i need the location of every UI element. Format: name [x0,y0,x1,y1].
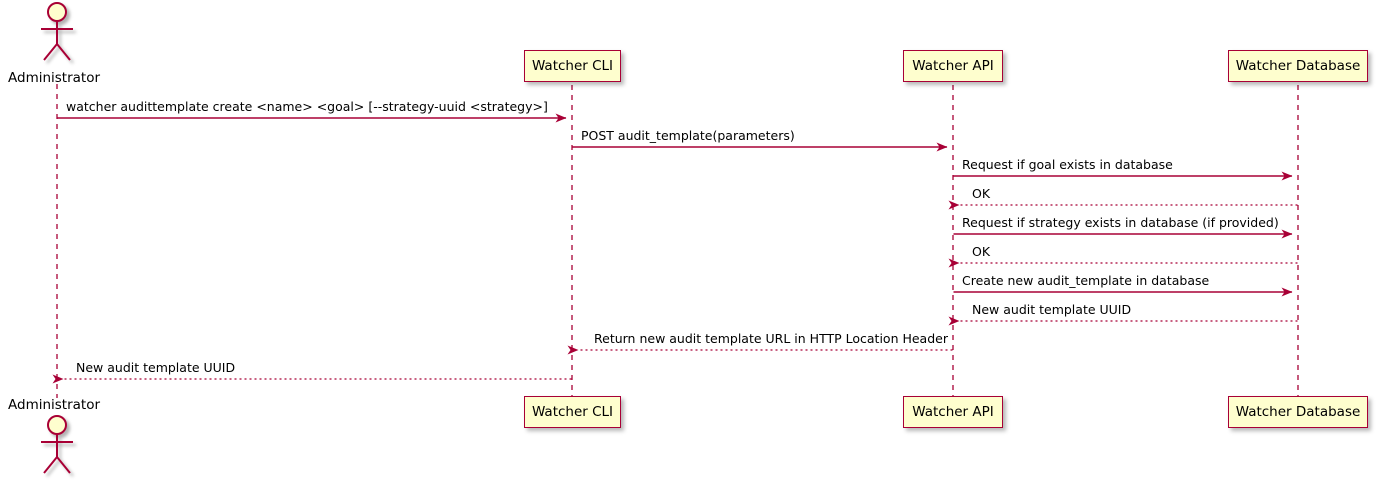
actor-right-leg-line [56,456,71,474]
lifelines [56,84,1299,398]
actor-left-leg-line [43,456,58,474]
message-label-8: New audit template UUID [972,302,1132,317]
message-label-9: Return new audit template URL in HTTP Lo… [594,331,948,346]
actor-administrator-bottom [41,415,73,474]
participant-box-watcher-cli-top[interactable]: Watcher CLI [524,50,621,82]
message-label-7: Create new audit_template in database [962,273,1210,288]
participant-box-watcher-database-bottom[interactable]: Watcher Database [1228,396,1368,428]
actor-head-icon [47,2,67,22]
actor-head-icon [47,415,67,435]
message-label-10: New audit template UUID [76,360,236,375]
message-label-4: OK [972,186,991,201]
message-label-5: Request if strategy exists in database (… [962,215,1279,230]
actor-administrator-top [41,2,73,61]
message-label-2: POST audit_template(parameters) [581,128,795,143]
actor-right-leg-line [56,43,71,61]
message-label-3: Request if goal exists in database [962,157,1173,172]
actor-label-administrator-top: Administrator [8,70,101,86]
participant-box-watcher-database-top[interactable]: Watcher Database [1228,50,1368,82]
message-label-6: OK [972,244,991,259]
actor-left-leg-line [43,43,58,61]
message-arrows [52,113,1298,384]
participant-box-watcher-api-bottom[interactable]: Watcher API [903,396,1003,428]
participant-box-watcher-cli-bottom[interactable]: Watcher CLI [524,396,621,428]
actor-label-administrator-bottom: Administrator [8,397,101,413]
message-label-1: watcher audittemplate create <name> <goa… [66,99,548,114]
participant-box-watcher-api-top[interactable]: Watcher API [903,50,1003,82]
